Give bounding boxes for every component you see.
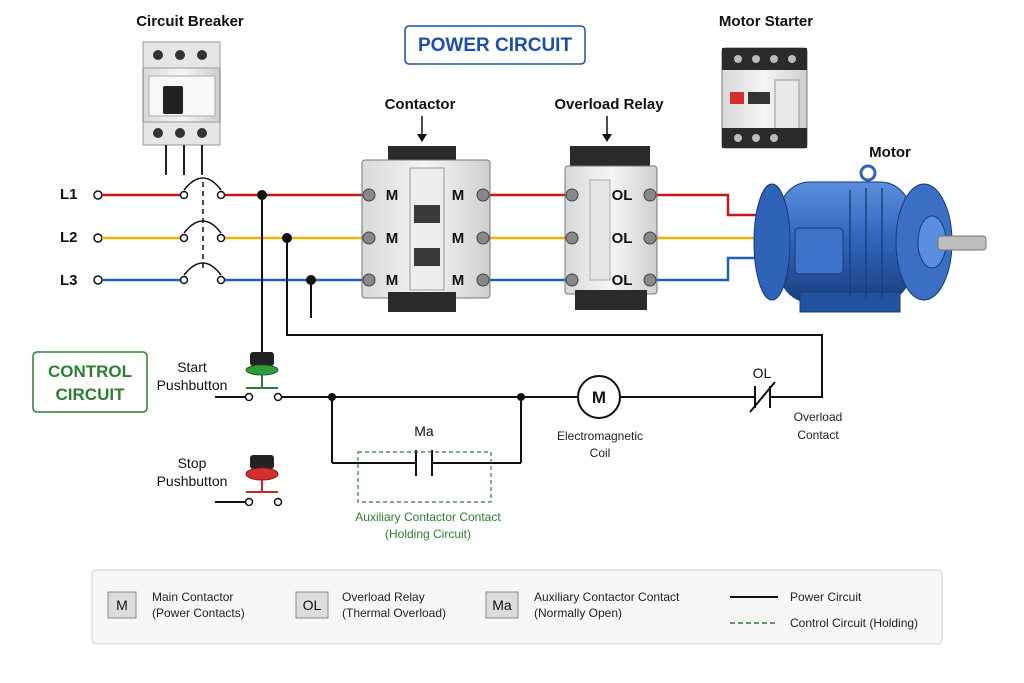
control-circuit-title: CONTROL CIRCUIT (32, 351, 148, 413)
overload-contact-icon (749, 381, 776, 413)
start-label-2: Pushbutton (157, 377, 228, 393)
ol-contact-label: Overload (794, 410, 843, 424)
control-taps (257, 190, 823, 398)
svg-text:OL: OL (612, 187, 633, 204)
overload-relay-icon (564, 146, 658, 310)
legend-ol-line2: (Thermal Overload) (342, 606, 446, 620)
overload-terminals (565, 188, 657, 287)
legend-m-line1: Main Contactor (152, 590, 233, 604)
svg-text:OL: OL (612, 272, 633, 289)
aux-label-2: (Holding Circuit) (385, 527, 471, 541)
motor-icon (753, 164, 987, 313)
svg-text:M: M (386, 230, 399, 247)
aux-contact-icon (357, 450, 492, 503)
contactor-terminals (362, 188, 490, 287)
start-pushbutton-icon (244, 352, 283, 402)
power-lines (93, 190, 760, 285)
legend-ma-line1: Auxiliary Contactor Contact (534, 590, 680, 604)
power-circuit-title: POWER CIRCUIT (404, 25, 586, 65)
svg-text:M: M (452, 272, 465, 289)
contactor-arrow-icon (417, 116, 427, 142)
contactor-icon (361, 146, 491, 312)
breaker-switch-symbols (179, 177, 226, 285)
aux-label: Auxiliary Contactor Contact (355, 510, 501, 524)
legend-ol-symbol (295, 591, 329, 619)
overload-ol-labels: OL OL OL (612, 187, 633, 289)
stop-pushbutton-icon (244, 455, 283, 507)
overload-relay-label: Overload Relay (554, 96, 664, 113)
stop-label-2: Pushbutton (157, 473, 228, 489)
motor-starter-label: Motor Starter (719, 13, 813, 30)
svg-text:CONTROL: CONTROL (48, 362, 132, 381)
svg-text:CIRCUIT: CIRCUIT (56, 385, 126, 404)
coil-icon: M (577, 375, 621, 419)
ol-contact-label-2: Contact (797, 428, 839, 442)
start-label: Start (177, 359, 207, 375)
svg-text:OL: OL (612, 230, 633, 247)
line-label-l3: L3 (60, 272, 78, 289)
svg-text:M: M (386, 187, 399, 204)
overload-arrow-icon (602, 116, 612, 142)
legend-m-line2: (Power Contacts) (152, 606, 245, 620)
legend-ma-line2: (Normally Open) (534, 606, 622, 620)
motor-label: Motor (869, 144, 911, 161)
legend-ol-line1: Overload Relay (342, 590, 425, 604)
control-wiring (215, 396, 755, 503)
ol-contact-symbol: OL (753, 365, 772, 381)
junction-dot (328, 393, 336, 401)
svg-text:M: M (452, 230, 465, 247)
circuit-breaker-icon (142, 41, 221, 175)
legend: M Main Contactor (Power Contacts) OL Ove… (91, 569, 943, 645)
aux-symbol-label: Ma (414, 423, 434, 439)
contactor-label: Contactor (385, 96, 456, 113)
svg-text:M: M (592, 388, 606, 407)
legend-ma-symbol (485, 591, 519, 619)
coil-label: Electromagnetic (557, 429, 643, 443)
legend-power-label: Power Circuit (790, 590, 862, 604)
svg-text:POWER CIRCUIT: POWER CIRCUIT (418, 35, 573, 56)
svg-text:M: M (116, 597, 128, 613)
contactor-m-labels: M M M M M M (386, 187, 465, 289)
svg-text:M: M (386, 272, 399, 289)
stop-label: Stop (178, 455, 207, 471)
coil-label-2: Coil (590, 446, 611, 460)
legend-m-symbol (107, 591, 137, 619)
svg-text:OL: OL (303, 597, 322, 613)
line-label-l1: L1 (60, 186, 78, 203)
line-labels: L1 L2 L3 (60, 186, 78, 289)
svg-text:Ma: Ma (492, 597, 512, 613)
circuit-breaker-label: Circuit Breaker (136, 13, 244, 30)
line-label-l2: L2 (60, 229, 78, 246)
junction-dot (517, 393, 525, 401)
motor-starter-icon (721, 47, 808, 149)
legend-control-label: Control Circuit (Holding) (790, 616, 918, 630)
svg-text:M: M (452, 187, 465, 204)
